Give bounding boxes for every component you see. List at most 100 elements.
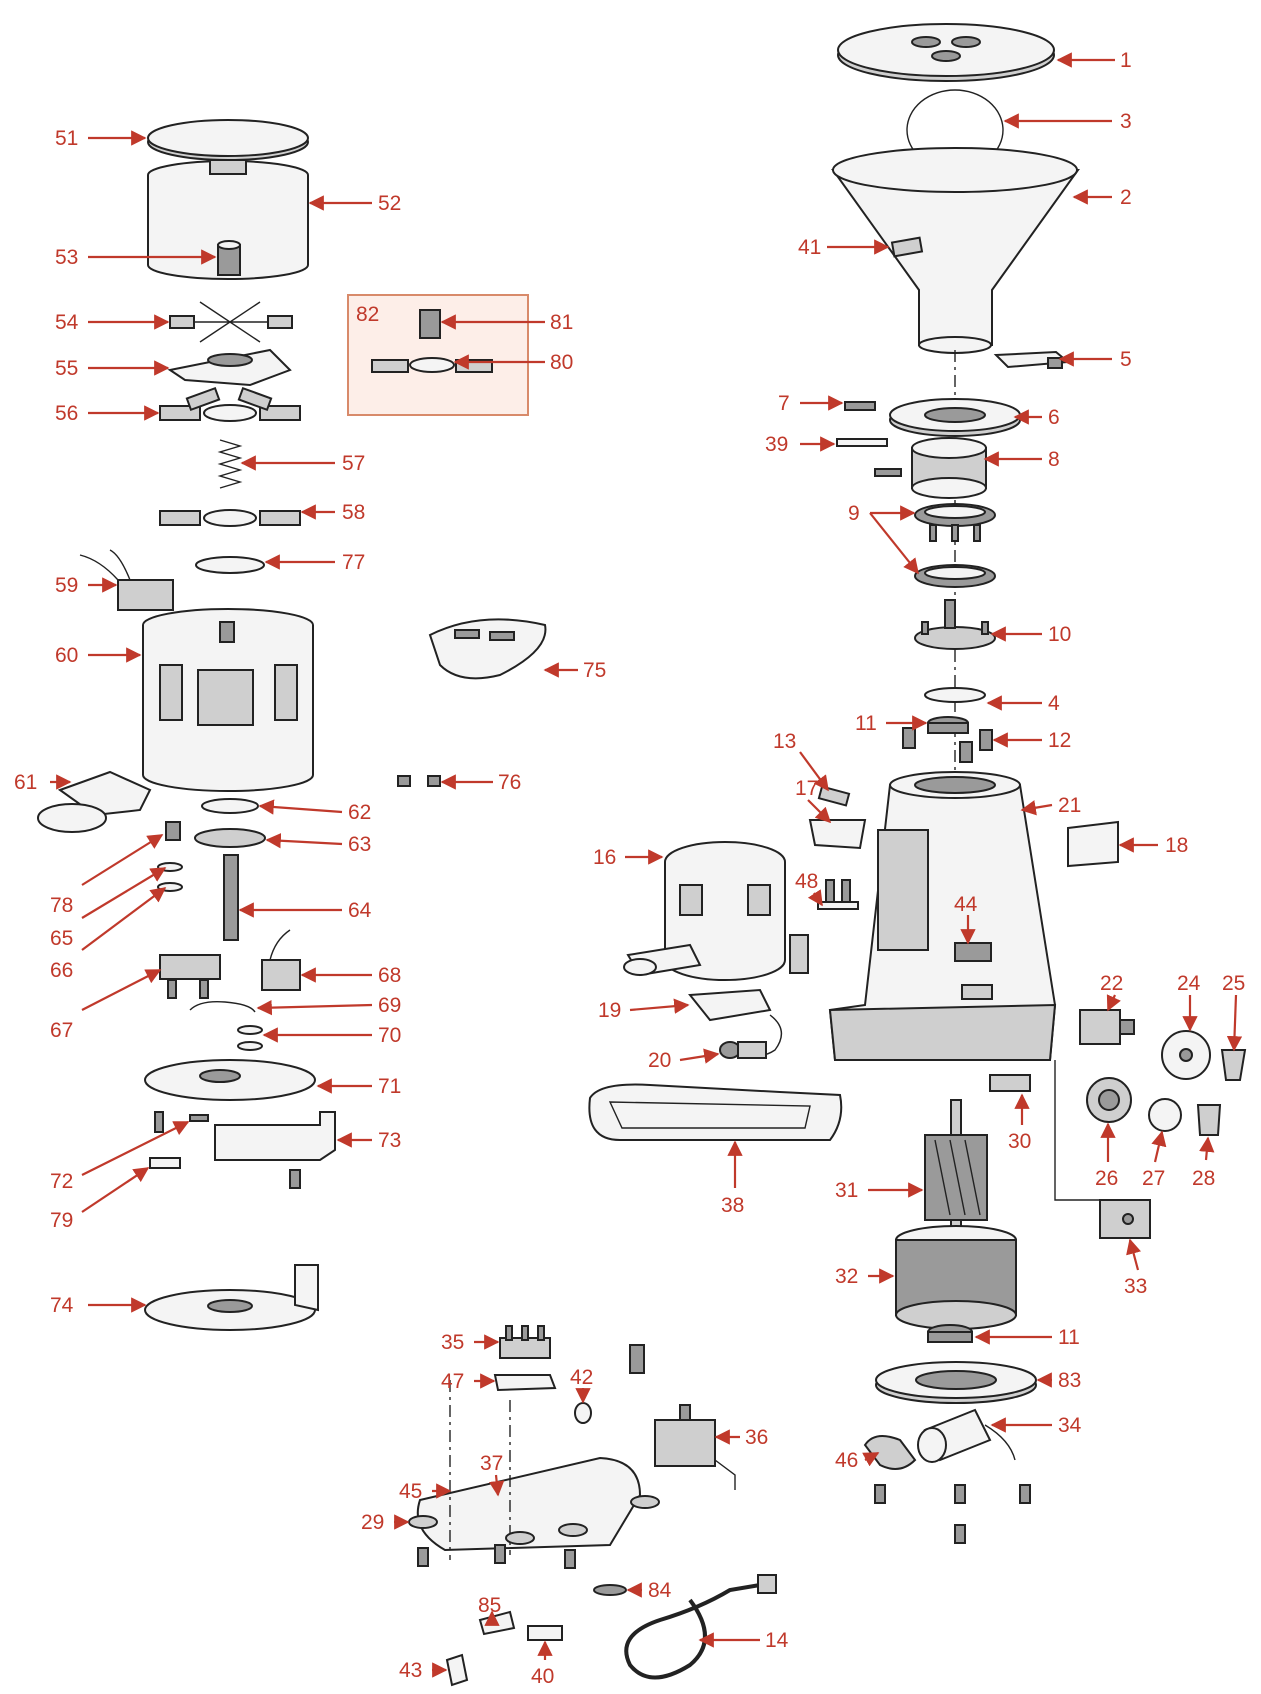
callout-1: 1 (1056, 49, 1132, 72)
callout-39: 39 (765, 433, 836, 456)
callout-41: 41 (798, 236, 890, 259)
return-spring (189, 1000, 256, 1013)
rubber-feet (408, 1495, 660, 1545)
callout-58: 58 (300, 501, 365, 524)
callout-45: 45 (399, 1480, 452, 1503)
callout-53: 53 (55, 246, 217, 269)
callout-label: 80 (550, 351, 573, 374)
plate-hole (207, 353, 253, 367)
callout-10: 10 (990, 623, 1071, 646)
callout-label: 21 (1058, 794, 1081, 817)
motor-base-flange (875, 1361, 1037, 1404)
callout-label: 17 (795, 777, 818, 800)
pin-left (902, 727, 916, 749)
callout-label: 65 (50, 927, 73, 950)
label-plate (817, 785, 851, 807)
callout-label: 44 (954, 893, 978, 916)
callout-65: 65 (50, 867, 167, 950)
callout-label: 81 (550, 311, 573, 334)
base-screw (154, 1111, 164, 1133)
callout-label: 56 (55, 402, 78, 425)
callout-label: 63 (348, 833, 371, 856)
doser-spring (217, 439, 243, 489)
callout-21: 21 (1020, 794, 1081, 817)
callout-55: 55 (55, 357, 170, 380)
callout-label: 47 (441, 1370, 464, 1393)
callout-label: 62 (348, 801, 371, 824)
callout-80: 80 (453, 351, 573, 374)
callout-label: 4 (1048, 692, 1060, 715)
callout-32: 32 (835, 1265, 895, 1288)
callout-13: 13 (773, 730, 829, 792)
callout-label: 14 (765, 1629, 789, 1652)
callout-6: 6 (1013, 406, 1060, 429)
callout-label: 26 (1095, 1167, 1118, 1190)
callout-83: 83 (1036, 1369, 1081, 1392)
callout-74: 74 (50, 1294, 147, 1317)
callout-46: 46 (835, 1449, 880, 1472)
callout-label: 34 (1058, 1414, 1082, 1437)
callout-label: 36 (745, 1426, 768, 1449)
grinding-burrs (914, 503, 996, 588)
callout-7: 7 (778, 392, 844, 415)
callout-14: 14 (698, 1629, 789, 1652)
callout-69: 69 (256, 994, 401, 1017)
doser-kit-box (347, 294, 529, 416)
callout-85: 85 (478, 1594, 501, 1626)
callout-label: 72 (50, 1170, 73, 1193)
wire-path (1054, 1060, 1110, 1201)
callout-12: 12 (992, 729, 1071, 752)
callout-3: 3 (1003, 110, 1132, 133)
rating-plate (989, 1074, 1031, 1092)
callout-82-label: 82 (356, 303, 379, 326)
doser-cylinder (142, 608, 314, 792)
callout-40: 40 (531, 1640, 554, 1688)
callout-label: 58 (342, 501, 365, 524)
earth-tag (445, 1653, 469, 1687)
callout-label: 54 (55, 311, 79, 334)
hopper-shutter (993, 350, 1071, 369)
callout-24: 24 (1177, 972, 1201, 1032)
callout-label: 70 (378, 1024, 401, 1047)
bushing (194, 828, 266, 848)
star-wheel-top (169, 301, 293, 343)
timer (1086, 1077, 1132, 1123)
callout-label: 33 (1124, 1275, 1147, 1298)
callout-label: 79 (50, 1209, 73, 1232)
callout-9: 9 (848, 502, 919, 575)
callout-42: 42 (570, 1366, 593, 1404)
doser-container (147, 159, 309, 280)
callout-label: 7 (778, 392, 790, 415)
callout-label: 59 (55, 574, 78, 597)
cord-clamp (527, 1625, 563, 1641)
callout-77: 77 (264, 551, 365, 574)
timer-dial (1161, 1030, 1211, 1080)
callout-72: 72 (50, 1121, 190, 1193)
callout-63: 63 (265, 833, 371, 856)
callout-label: 9 (848, 502, 860, 525)
callout-label: 8 (1048, 448, 1060, 471)
callout-label: 10 (1048, 623, 1071, 646)
callout-label: 42 (570, 1366, 593, 1389)
callout-label: 38 (721, 1194, 744, 1217)
callout-62: 62 (258, 799, 371, 824)
lever-assembly (144, 1264, 319, 1331)
motor-rotor (924, 1099, 988, 1241)
callout-70: 70 (262, 1024, 401, 1047)
callout-label: 60 (55, 644, 78, 667)
lever-handle (214, 1111, 336, 1189)
callout-31: 31 (835, 1179, 924, 1202)
callout-37: 37 (480, 1452, 505, 1497)
doser-lid (147, 119, 309, 161)
callout-label: 83 (1058, 1369, 1081, 1392)
switch (1079, 1009, 1135, 1045)
callout-label: 78 (50, 894, 73, 917)
callout-label: 45 (399, 1480, 422, 1503)
timer-knob (1220, 1049, 1247, 1081)
callout-34: 34 (990, 1414, 1082, 1437)
terminal-block (499, 1325, 551, 1359)
doser-assembly (623, 841, 809, 981)
callout-36: 36 (714, 1426, 768, 1449)
callout-48: 48 (795, 870, 823, 907)
